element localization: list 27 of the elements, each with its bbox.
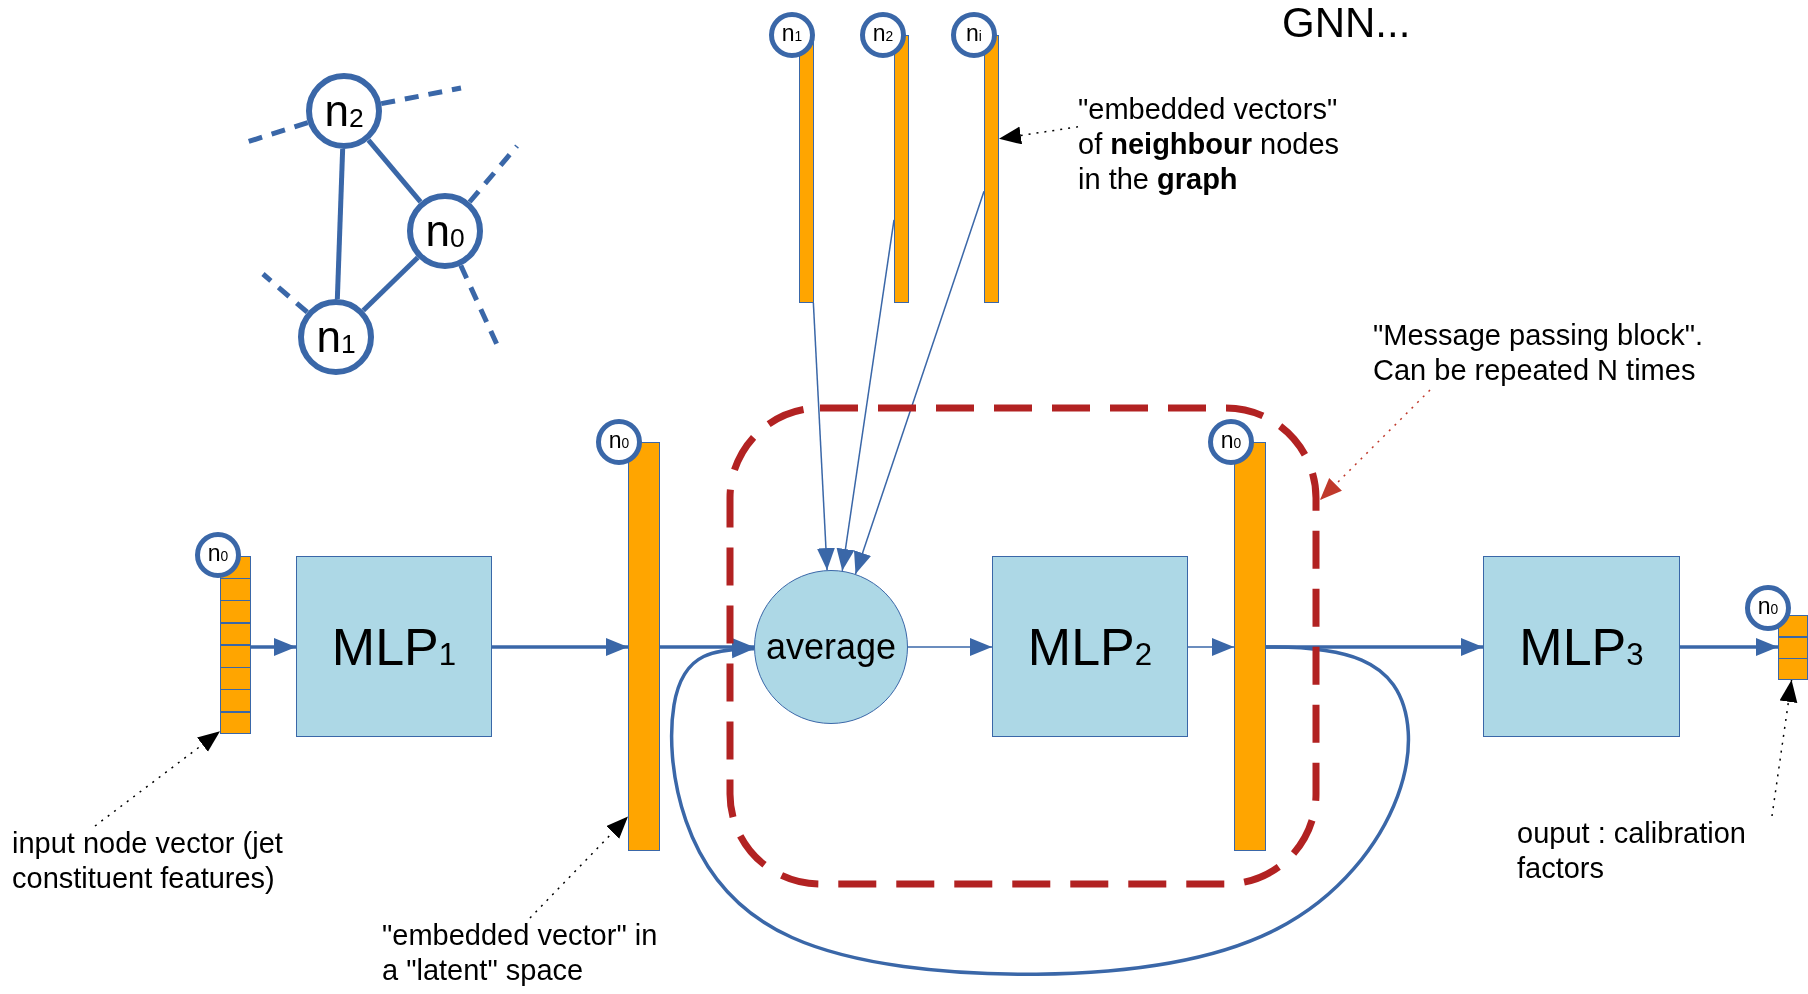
arrow: [854, 190, 985, 575]
arrow: [1187, 638, 1235, 656]
leader-line: [1319, 389, 1431, 501]
arrow: [836, 219, 895, 572]
dashed-graph-edge: [467, 144, 519, 204]
title-text: GNN...: [1282, 2, 1411, 44]
graph-edge: [366, 138, 423, 204]
annotation-text: ouput : calibration factors: [1517, 816, 1807, 886]
dashed-graph-edge: [261, 272, 309, 315]
dashed-graph-edge: [246, 120, 309, 145]
graph-edge: [334, 148, 346, 300]
dashed-graph-edge: [380, 85, 462, 107]
leader-line: [94, 730, 221, 827]
graph-edge: [361, 255, 420, 313]
leader-line: [529, 815, 629, 919]
annotation-text: "embedded vectors" of neighbour nodes in the graph: [1078, 92, 1368, 197]
leader-line: [1771, 679, 1798, 817]
leader-line: [998, 126, 1079, 145]
annotation-text: "embedded vector" in a "latent" space: [382, 918, 672, 988]
annotation-text: input node vector (jet constituent features): [12, 826, 382, 896]
arrow: [1680, 638, 1778, 656]
arrow: [492, 638, 628, 656]
arrow: [812, 302, 835, 571]
annotation-text: "Message passing block". Can be repeated N times: [1373, 318, 1758, 388]
average-circle: average: [754, 570, 908, 724]
arrow: [251, 638, 296, 656]
arrow: [907, 638, 993, 656]
